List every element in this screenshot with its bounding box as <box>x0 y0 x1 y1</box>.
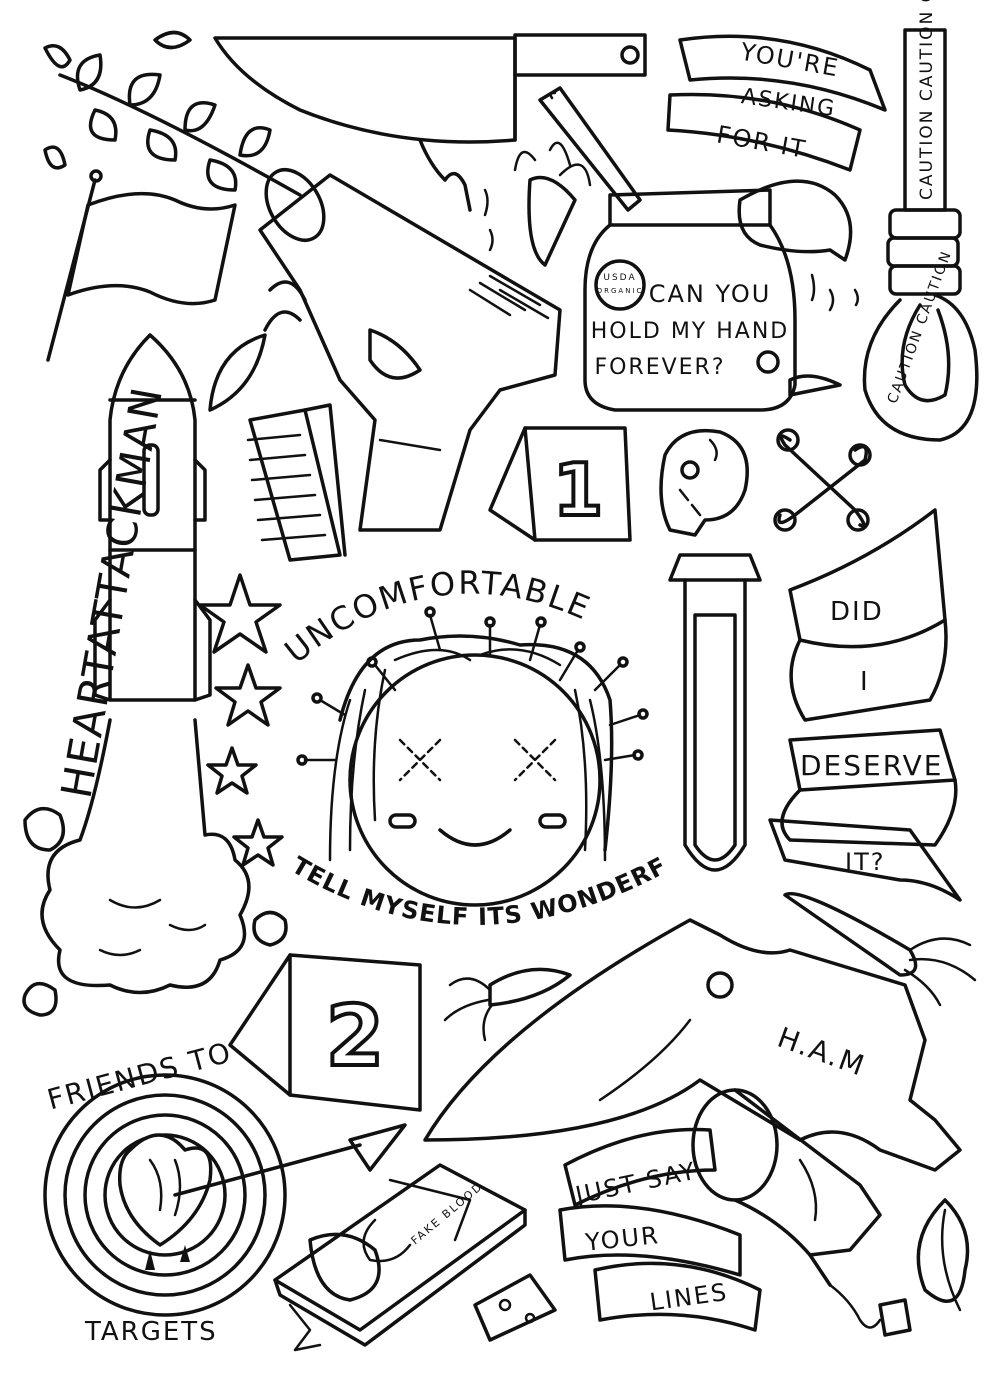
ribbon-text-i: I <box>860 667 870 697</box>
evidence-number-1: 1 <box>553 448 603 532</box>
ribbon-text-deserve: DESERVE <box>800 749 944 782</box>
uncomfortable-text: UNCOMFORTABLE <box>277 564 596 671</box>
banner-text-your: YOUR <box>583 1221 661 1257</box>
ham-text: H.A.M <box>773 1021 870 1083</box>
jar-icon: USDA ORGANIC CAN YOU HOLD MY HAND FOREVE… <box>583 179 859 412</box>
banner-just-say: JUST SAY YOUR LINES <box>558 1127 762 1332</box>
megaphone-icon <box>691 1088 912 1337</box>
band-name-text: HEARTATTACKMAN <box>52 382 173 802</box>
brush-head-icon <box>246 403 347 562</box>
leaf-branch-icon <box>43 30 302 197</box>
spoon-icon <box>538 86 642 212</box>
carrot-icon-small <box>443 967 572 1042</box>
fake-blood-label: FAKE BLOOD <box>409 1180 486 1248</box>
carrot-icon-right <box>783 892 977 1007</box>
ribbon-text-did: DID <box>830 597 884 627</box>
banner-text-just-say: JUST SAY <box>571 1157 699 1210</box>
rocket-icon <box>93 333 212 702</box>
jar-text-line3: FOREVER? <box>594 355 725 380</box>
jar-text-line1: CAN YOU <box>649 280 772 308</box>
white-flag-icon <box>46 169 237 362</box>
skull-icon <box>659 428 749 537</box>
toy-gun-icon <box>258 168 562 532</box>
usda-label: USDA <box>603 273 636 283</box>
banner-text-for-it: FOR IT <box>715 121 809 164</box>
leaf-icon-bottom <box>916 1198 970 1312</box>
target-heart-icon <box>43 1073 287 1317</box>
leaf-icon <box>208 280 307 412</box>
caution-tape-text: CAUTION CAUTION CAU <box>917 0 937 200</box>
targets-text: TARGETS <box>84 1317 218 1347</box>
crossbones-icon <box>773 428 872 532</box>
evidence-marker-2-icon: 2 <box>228 953 422 1112</box>
ribbon-text-it: IT? <box>845 848 885 876</box>
test-tube-icon <box>668 553 762 872</box>
star-icons <box>198 573 284 867</box>
organic-label: ORGANIC <box>597 287 644 295</box>
ribbon-did-i-deserve: DID I DESERVE IT? <box>768 508 962 902</box>
banner-text-youre: YOU'RE <box>737 37 842 82</box>
carrot-icon <box>513 141 592 267</box>
mousetrap-icon: FAKE BLOOD <box>273 1163 527 1352</box>
smoke-cloud-icon <box>22 718 288 1017</box>
cheese-icon <box>473 1273 557 1342</box>
arrow-icon <box>173 1123 407 1197</box>
banner-text-lines: LINES <box>648 1278 730 1317</box>
banner-youre-asking: YOU'RE ASKING FOR IT <box>666 34 887 172</box>
kitchen-knife-icon <box>213 33 647 252</box>
caution-noose-icon: CAUTION CAUTION CAU CAUTION CAUTION <box>862 0 979 442</box>
jar-text-line2: HOLD MY HAND <box>591 319 789 344</box>
uncomfortable-heading: UNCOMFORTABLE <box>277 564 596 671</box>
evidence-marker-1-icon: 1 <box>488 426 632 542</box>
evidence-number-2: 2 <box>326 987 384 1085</box>
pin-cushion-face-icon <box>296 606 649 907</box>
